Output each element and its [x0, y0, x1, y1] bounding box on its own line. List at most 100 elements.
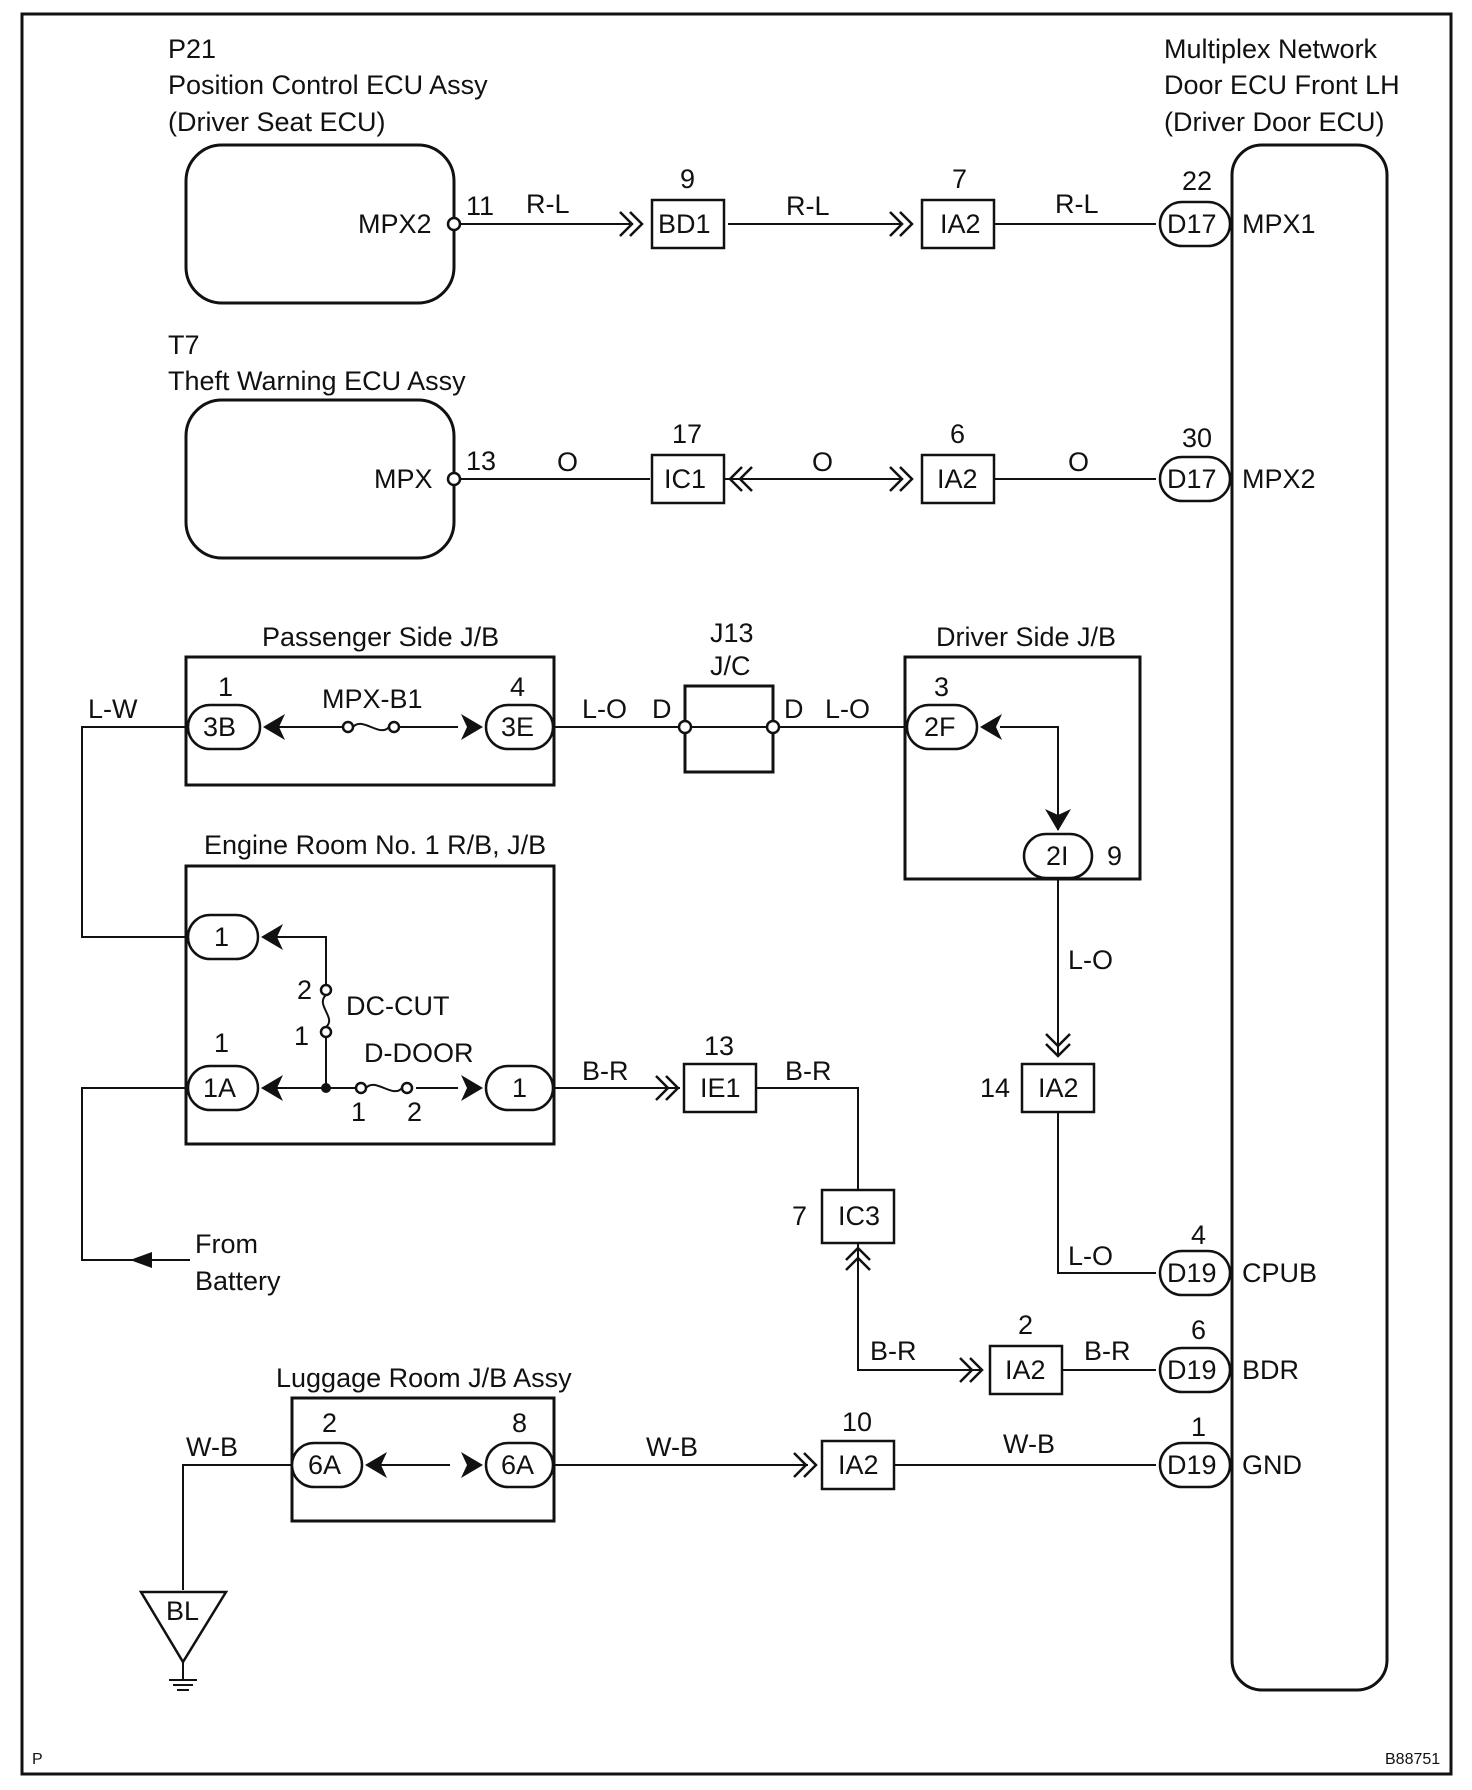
- connector-ie1: [682, 1062, 758, 1114]
- bd1-label: BD1: [658, 209, 711, 239]
- fuse-dc-cut-label: DC-CUT: [346, 991, 449, 1021]
- j13-left-terminal: [677, 719, 693, 735]
- connector-ic3: [820, 1188, 896, 1245]
- wire-br-4: B-R: [1084, 1336, 1131, 1366]
- connector-6a-right: [484, 1441, 555, 1489]
- door-ecu-terminal-bdr: BDR: [1242, 1355, 1299, 1385]
- connector-d17-a: [1158, 200, 1232, 248]
- d17-b-pin: 30: [1182, 423, 1212, 453]
- j13-code: J13: [710, 618, 754, 648]
- page-frame: [20, 12, 1453, 1776]
- d19-c-label: D19: [1167, 1450, 1217, 1480]
- dc-cut-pin-bottom: 1: [294, 1021, 309, 1051]
- ia2-d-label: IA2: [1005, 1355, 1046, 1385]
- door-ecu-terminal-mpx1: MPX1: [1242, 209, 1316, 239]
- 6a-left-pin: 2: [322, 1408, 337, 1438]
- connector-ia2-e: [820, 1439, 896, 1491]
- 6a-right-pin: 8: [512, 1408, 527, 1438]
- connector-ic1: [650, 453, 726, 505]
- connector-2f: [905, 703, 979, 751]
- 3b-pin: 1: [218, 672, 233, 702]
- door-ecu-line3: (Driver Door ECU): [1164, 107, 1385, 137]
- d-door-pin-left: 1: [351, 1097, 366, 1127]
- p21-sub: (Driver Seat ECU): [168, 107, 386, 137]
- dc-cut-pin-top: 2: [297, 975, 312, 1005]
- wire-o-3: O: [1068, 447, 1089, 477]
- 2f-pin: 3: [934, 672, 949, 702]
- j13-pin-left: D: [652, 694, 672, 724]
- d19-a-pin: 4: [1191, 1220, 1206, 1250]
- er-1-right-label: 1: [512, 1073, 527, 1103]
- connector-d19-a: [1158, 1249, 1232, 1297]
- wire-o-1: O: [557, 447, 578, 477]
- bd1-pin: 9: [680, 164, 695, 194]
- chevron-marks: [619, 211, 1071, 1478]
- wire-rl-3: R-L: [1055, 189, 1099, 219]
- wire-rl-1: R-L: [526, 189, 570, 219]
- 3b-label: 3B: [203, 712, 236, 742]
- ic3-label: IC3: [838, 1201, 880, 1231]
- connector-d19-c: [1158, 1441, 1232, 1489]
- wire-lo-4: L-O: [1068, 1241, 1113, 1271]
- door-ecu-line2: Door ECU Front LH: [1164, 70, 1400, 100]
- p21-name: Position Control ECU Assy: [168, 70, 488, 100]
- wire-wb-1: W-B: [186, 1432, 238, 1462]
- p21-code: P21: [168, 34, 216, 64]
- er-1-top-label: 1: [214, 922, 229, 952]
- 6a-left-label: 6A: [308, 1450, 341, 1480]
- wire-wb-2: W-B: [646, 1432, 698, 1462]
- passenger-jb-title: Passenger Side J/B: [262, 622, 499, 652]
- 2i-pin: 9: [1107, 841, 1122, 871]
- engine-room-title: Engine Room No. 1 R/B, J/B: [204, 830, 546, 860]
- ie1-label: IE1: [700, 1073, 741, 1103]
- wire-lo-1: L-O: [582, 694, 627, 724]
- door-ecu-terminal-gnd: GND: [1242, 1450, 1302, 1480]
- fuse-mpx-b1-label: MPX-B1: [322, 684, 423, 714]
- j13-box: [683, 684, 775, 774]
- ground-label: BL: [166, 1596, 199, 1626]
- p21-pin: 11: [466, 191, 494, 221]
- 3e-pin: 4: [510, 672, 525, 702]
- luggage-jb-title: Luggage Room J/B Assy: [276, 1363, 572, 1393]
- wire-o-2: O: [812, 447, 833, 477]
- ia2-a-label: IA2: [940, 209, 981, 239]
- ia2-c-label: IA2: [1038, 1073, 1079, 1103]
- ie1-pin: 13: [704, 1031, 734, 1061]
- connector-ia2-a: [920, 198, 996, 250]
- d17-a-pin: 22: [1182, 166, 1212, 196]
- ia2-a-pin: 7: [952, 164, 967, 194]
- fuse-dc-cut: [319, 983, 333, 1039]
- wire-rl-2: R-L: [786, 191, 830, 221]
- fuse-mpx-b1: [341, 720, 401, 734]
- wire-lw: L-W: [88, 694, 138, 724]
- figure-code: B88751: [1385, 1751, 1440, 1768]
- connector-d19-b: [1158, 1346, 1232, 1394]
- connector-ia2-d: [988, 1344, 1064, 1396]
- 6a-right-label: 6A: [501, 1450, 534, 1480]
- wire-lo-2: L-O: [825, 694, 870, 724]
- connector-1a: [186, 1064, 260, 1112]
- ia2-c-pin: 14: [980, 1073, 1010, 1103]
- d19-b-pin: 6: [1191, 1315, 1206, 1345]
- wire-lo-3: L-O: [1068, 945, 1113, 975]
- 3e-label: 3E: [501, 712, 534, 742]
- door-ecu-terminal-cpub: CPUB: [1242, 1258, 1317, 1288]
- 2i-label: 2I: [1046, 841, 1069, 871]
- d19-b-label: D19: [1167, 1355, 1217, 1385]
- p21-terminal-label: MPX2: [358, 209, 432, 239]
- wires: [81, 223, 1156, 1590]
- connector-ia2-c: [1020, 1062, 1096, 1114]
- ia2-e-label: IA2: [838, 1450, 879, 1480]
- connector-d17-b: [1158, 455, 1232, 503]
- d19-c-pin: 1: [1191, 1412, 1206, 1442]
- door-ecu-line1: Multiplex Network: [1164, 34, 1378, 64]
- passenger-jb-box: [184, 655, 556, 787]
- d-door-pin-right: 2: [407, 1097, 422, 1127]
- ic3-pin: 7: [792, 1201, 807, 1231]
- 2f-label: 2F: [924, 712, 956, 742]
- driver-jb-box: [903, 655, 1142, 881]
- t7-terminal: [446, 471, 462, 487]
- wire-wb-3: W-B: [1003, 1429, 1055, 1459]
- j13-right-terminal: [765, 719, 781, 735]
